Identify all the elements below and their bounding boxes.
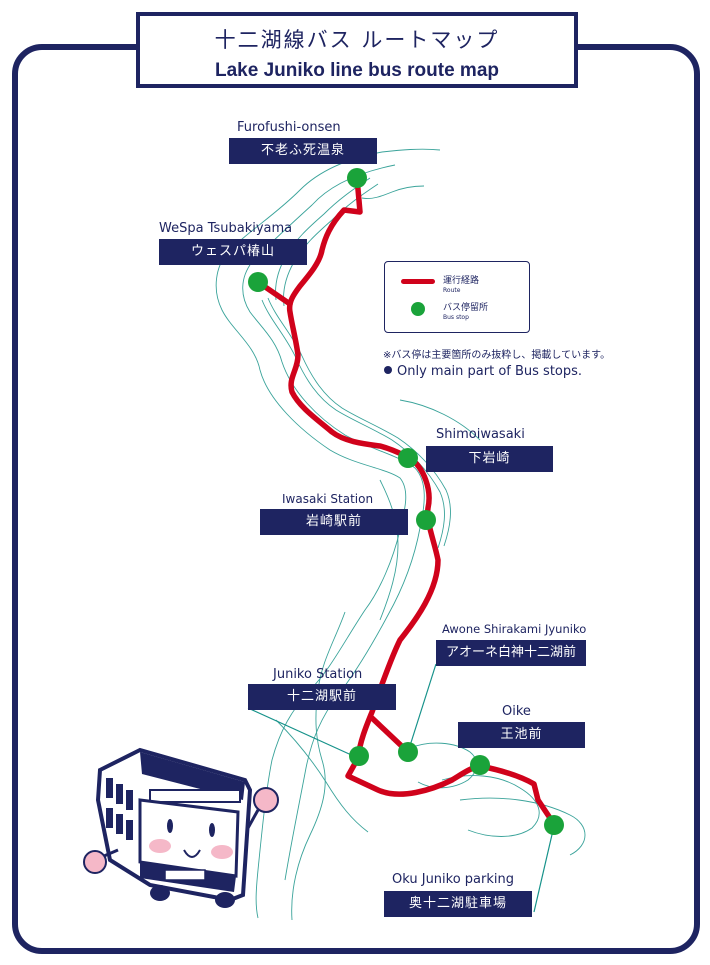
title-japanese: 十二湖線バス ルートマップ (214, 28, 500, 52)
label-wespa-jp: ウェスパ椿山 (159, 239, 307, 265)
road-line-a (275, 177, 371, 301)
label-iwasaki-station-en: Iwasaki Station (282, 492, 374, 506)
label-awone-jp: アオーネ白神十二湖前 (436, 640, 586, 666)
mascot-cheek-left (149, 839, 171, 853)
callout-oku-juniko (533, 825, 555, 913)
legend-stop-en: Bus stop (443, 314, 469, 321)
legend-stop-jp: バス停留所 (443, 303, 489, 313)
hill-contour-b (459, 797, 586, 856)
label-wespa-en: WeSpa Tsubakiyama (159, 221, 293, 236)
north-coast (381, 148, 441, 153)
note-japanese: ※バス停は主要箇所のみ抜粋し、掲載しています。 (383, 350, 611, 361)
label-oike-jp: 王池前 (458, 722, 585, 748)
bus-stop-wespa (248, 272, 268, 292)
bus-stop-juniko-station (349, 746, 369, 766)
mascot-hand-right (253, 787, 279, 813)
title-english: Lake Juniko line bus route map (214, 60, 499, 81)
label-juniko-station-jp: 十二湖駅前 (248, 684, 396, 710)
legend-box: 運行経路 Route バス停留所 Bus stop (384, 261, 530, 333)
terrain-lines (215, 148, 586, 921)
callout-awone (407, 663, 437, 753)
note-english: Only main part of Bus stops. (397, 364, 583, 379)
ridge-line (275, 719, 369, 833)
bus-stop-oike (470, 755, 490, 775)
coast-south (291, 611, 346, 921)
ridge-line-b (399, 399, 481, 441)
bus-stop-shimoiwasaki (398, 448, 418, 468)
title-box: 十二湖線バス ルートマップ Lake Juniko line bus route… (136, 12, 578, 88)
label-oike-en: Oike (502, 704, 531, 719)
callout-juniko-station (247, 707, 359, 759)
bus-stop-furofushi (347, 168, 367, 188)
mascot-mouth (183, 849, 201, 858)
callout-lines (247, 663, 555, 913)
label-furofushi-jp: 不老ふ死温泉 (229, 138, 377, 164)
label-awone-en: Awone Shirakami Jyuniko (442, 622, 587, 636)
rail-line (261, 299, 445, 549)
bus-stop-awone (398, 742, 418, 762)
label-oku-juniko-en: Oku Juniko parking (392, 872, 515, 887)
route-line-icon (401, 279, 435, 284)
mascot-cheek-right (211, 845, 233, 859)
bus-mascot-icon (83, 747, 279, 908)
note-english-wrapper: Only main part of Bus stops. (384, 364, 582, 379)
bus-stop-iwasaki-station (416, 510, 436, 530)
legend-route-en: Route (443, 287, 461, 294)
north-road (361, 185, 425, 199)
label-shimoiwasaki-en: Shimoiwasaki (436, 427, 525, 442)
road-line-b (283, 183, 379, 307)
label-shimoiwasaki-jp: 下岩崎 (426, 446, 553, 472)
bus-stop-dot-icon (411, 302, 425, 316)
mascot-eye-right (209, 823, 215, 837)
hill-contour (441, 775, 540, 837)
bullet-dot-icon (384, 366, 392, 374)
mascot-hand-left (83, 850, 107, 874)
label-iwasaki-station-jp: 岩崎駅前 (260, 509, 408, 535)
mascot-eye-left (167, 819, 173, 833)
legend-route-jp: 運行経路 (443, 276, 480, 286)
label-oku-juniko-jp: 奥十二湖駐車場 (384, 891, 532, 917)
bus-stop-oku-juniko (544, 815, 564, 835)
coast-south-b (379, 479, 399, 621)
label-juniko-station-en: Juniko Station (273, 667, 363, 682)
label-furofushi-en: Furofushi-onsen (237, 120, 341, 135)
bus-stops (248, 168, 564, 835)
